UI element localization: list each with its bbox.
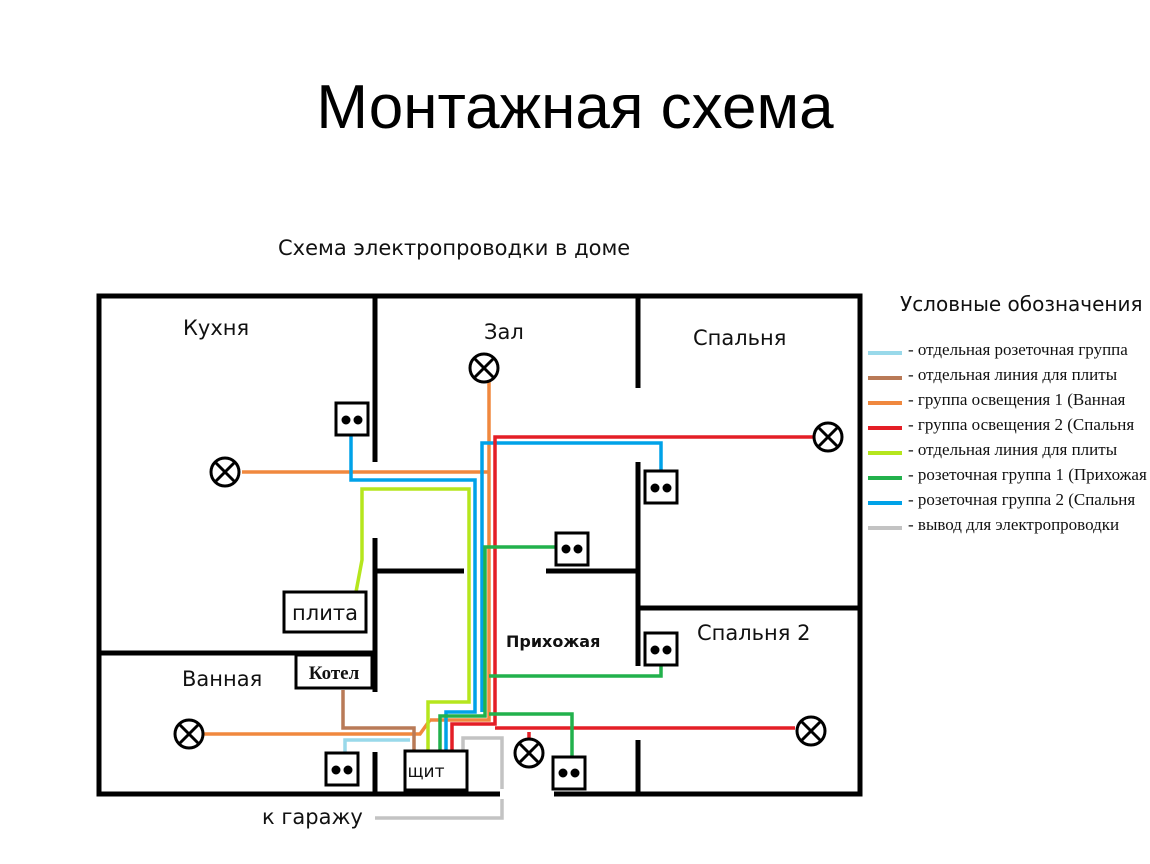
legend-item-label: - отдельная линия для плиты	[908, 365, 1118, 384]
socket-icon-bedroom	[643, 469, 679, 505]
legend-item: - группа освещения 1 (Ванная	[868, 390, 1150, 415]
legend-item-label: - группа освещения 2 (Спальня	[908, 415, 1135, 434]
socket-icon-corridor	[551, 755, 587, 791]
room-label-bedroom: Спальня	[693, 326, 787, 350]
socket-icon-bedroom2	[643, 631, 679, 667]
panel-box	[403, 749, 469, 792]
legend-swatch	[868, 351, 902, 355]
wire-stove-line	[354, 487, 471, 750]
lamp-icon-kitchen	[209, 456, 241, 488]
legend-swatch	[868, 426, 902, 430]
wire-boiler-line	[341, 690, 416, 750]
lamp-icon-hallway	[513, 737, 545, 769]
legend-item-label: - группа освещения 1 (Ванная	[908, 390, 1126, 409]
wire-socket-group-2-kitchen	[349, 432, 477, 750]
legend-swatch	[868, 501, 902, 505]
legend-item: - розеточная группа 2 (Спальня	[868, 490, 1150, 515]
wire-socket-group-1-hallway	[438, 545, 556, 750]
panel-label: щит	[408, 762, 445, 782]
socket-icon-hallway	[554, 531, 590, 567]
wire-socket-group-1-hall2	[489, 712, 574, 758]
house-outline	[96, 293, 863, 797]
legend-item: - розеточная группа 1 (Прихожая	[868, 465, 1150, 490]
legend-item: - вывод для электропроводки	[868, 515, 1150, 540]
legend-item: - отдельная розеточная группа	[868, 340, 1150, 365]
room-label-bathroom: Ванная	[182, 667, 263, 691]
legend-item: - группа освещения 2 (Спальня	[868, 415, 1150, 440]
wire-socket-group-1-bedroom2	[489, 666, 663, 678]
legend-item-label: - вывод для электропроводки	[908, 515, 1120, 534]
legend: - отдельная розеточная группа - отдельная…	[868, 340, 1150, 540]
legend-item-label: - отдельная розеточная группа	[908, 340, 1128, 359]
legend-item: - отдельная линия для плиты	[868, 365, 1150, 390]
lamp-icon-bathroom	[173, 718, 205, 750]
legend-swatch	[868, 401, 902, 405]
page-title: Монтажная схема	[316, 73, 834, 142]
boiler-box	[294, 653, 374, 690]
legend-swatch	[868, 476, 902, 480]
stove-box	[282, 590, 368, 634]
socket-icon-kitchen	[334, 401, 370, 437]
wire-garage-output	[375, 736, 504, 820]
wire-socket-group-2-bedroom	[480, 441, 663, 712]
diagram-subtitle: Схема электропроводки в доме	[278, 236, 631, 260]
room-label-kitchen: Кухня	[183, 316, 250, 340]
lamp-icon-bedroom	[812, 421, 844, 453]
socket-icon-bathroom	[324, 751, 360, 787]
legend-item-label: - розеточная группа 1 (Прихожая	[908, 465, 1147, 484]
legend-swatch	[868, 451, 902, 455]
boiler-label: Котел	[309, 663, 360, 684]
legend-swatch	[868, 526, 902, 530]
legend-swatch	[868, 376, 902, 380]
garage-label: к гаражу	[262, 805, 363, 829]
room-label-bedroom2: Спальня 2	[697, 621, 811, 645]
stove-label: плита	[292, 601, 358, 625]
lamp-icon-hall	[468, 352, 500, 384]
lamp-icon-bedroom2	[795, 715, 827, 747]
legend-item-label: - отдельная линия для плиты	[908, 440, 1118, 459]
room-label-hall: Зал	[484, 320, 524, 344]
wire-lighting-2-bedroom	[450, 435, 813, 750]
wire-lighting-1-hall	[430, 380, 491, 722]
room-label-hallway: Прихожая	[506, 632, 601, 651]
wire-socket-separate	[343, 738, 410, 752]
legend-item: - отдельная линия для плиты	[868, 440, 1150, 465]
legend-title: Условные обозначения	[900, 292, 1143, 316]
legend-item-label: - розеточная группа 2 (Спальня	[908, 490, 1136, 509]
